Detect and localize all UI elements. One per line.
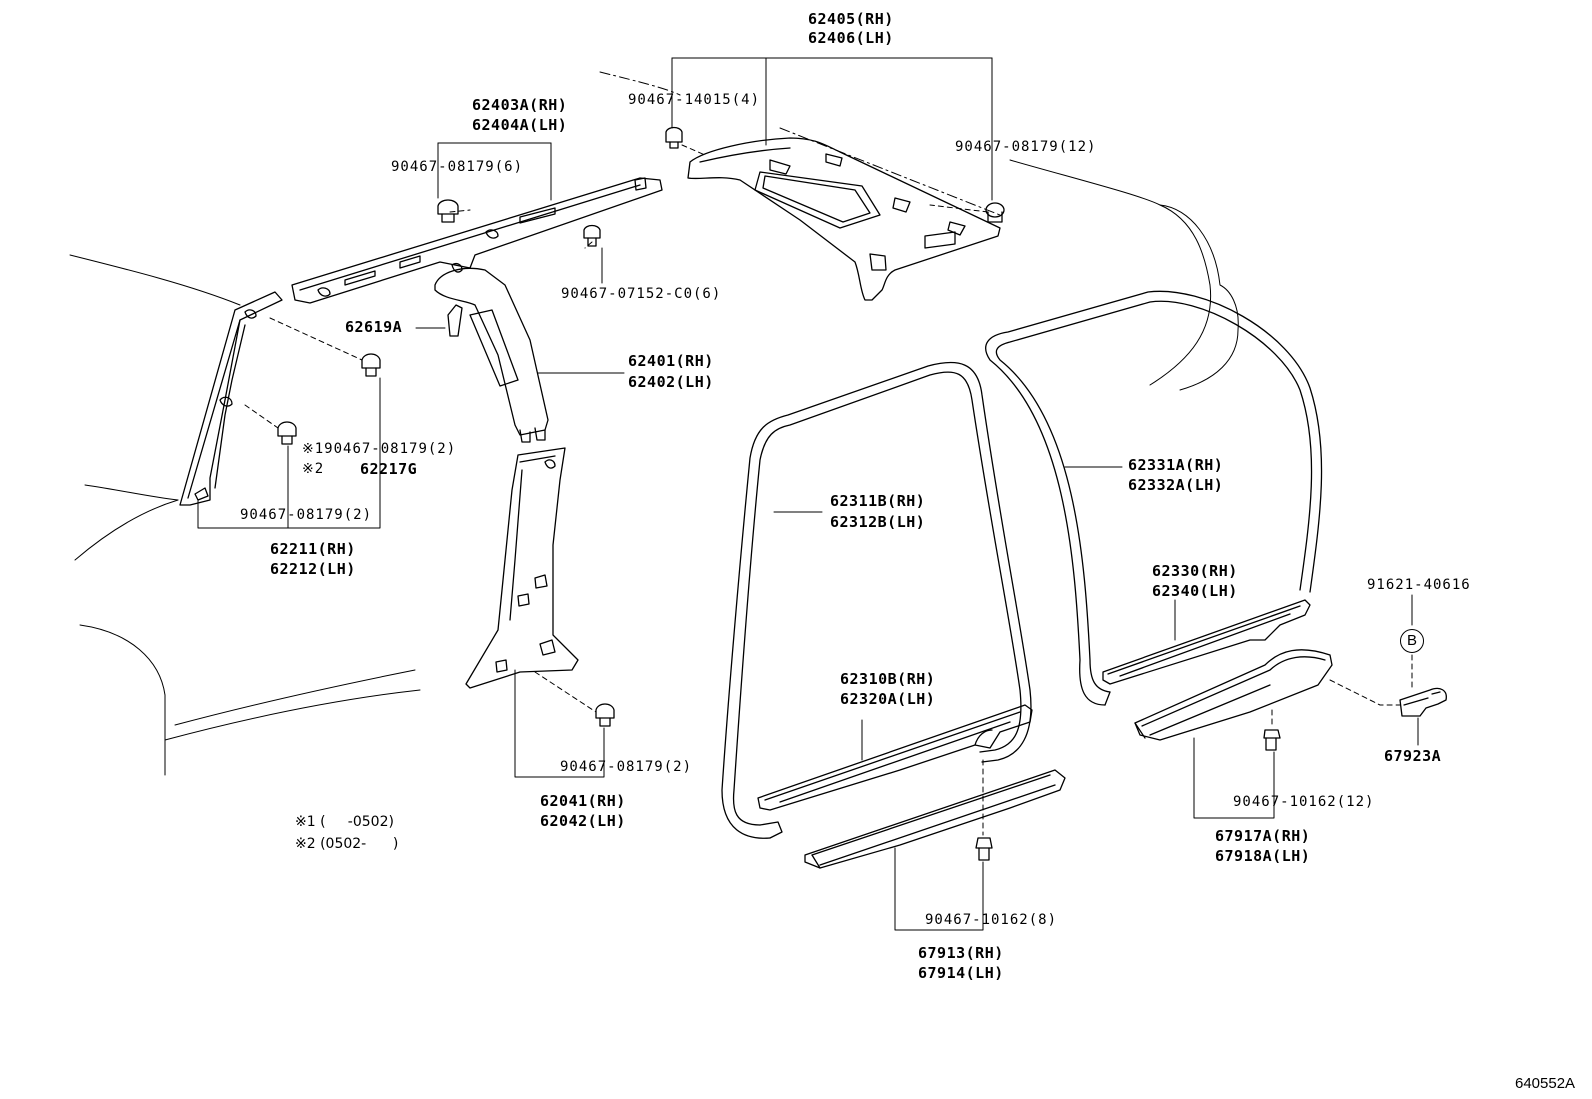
- label-62619a: 62619A: [345, 318, 403, 336]
- label-62311b: 62311B(RH): [830, 492, 926, 510]
- label-67918a: 67918A(LH): [1215, 847, 1311, 865]
- label-90467-14015: 90467-14015(4): [628, 92, 761, 108]
- label-91621-40616: 91621-40616: [1367, 577, 1471, 593]
- label-90467-08179-6: 90467-08179(6): [391, 159, 524, 175]
- label-90467-08179-2-left: 90467-08179(2): [240, 507, 373, 523]
- vehicle-body-outline: [69, 71, 1239, 776]
- roof-side-garnish-62405: [687, 137, 1001, 301]
- label-note1-90467-08179-2: ※190467-08179(2): [302, 441, 457, 457]
- clip-90467-08179-bottom-left: [277, 421, 297, 445]
- label-62406: 62406(LH): [808, 29, 894, 47]
- clip-90467-07152: [583, 224, 601, 247]
- callout-b: B: [1400, 629, 1424, 653]
- note-1: ※1 ( -0502): [295, 814, 394, 830]
- label-62331a: 62331A(RH): [1128, 456, 1224, 474]
- label-62332a: 62332A(LH): [1128, 476, 1224, 494]
- label-62042: 62042(LH): [540, 812, 626, 830]
- clip-90467-08179-lower-pillar: [595, 703, 615, 727]
- label-90467-07152: 90467-07152-C0(6): [561, 286, 722, 302]
- clip-90467-08179-6: [437, 199, 459, 223]
- rear-door-weatherstrip-62331a: [985, 290, 1323, 706]
- label-note2-mark: ※2: [302, 461, 325, 477]
- label-62312b: 62312B(LH): [830, 513, 926, 531]
- rear-door-sill-67917a: [1134, 649, 1333, 741]
- front-scuff-plate-62310b: [757, 704, 1033, 811]
- label-67914: 67914(LH): [918, 964, 1004, 982]
- clip-90467-08179-12: [985, 202, 1005, 223]
- leader-lines: [197, 57, 1419, 931]
- label-67923a: 67923A: [1384, 747, 1442, 765]
- front-door-sill-67913: [804, 769, 1066, 869]
- part-62619a: [447, 304, 463, 337]
- front-door-weatherstrip-62311b: [721, 361, 1032, 839]
- label-62330: 62330(RH): [1152, 562, 1238, 580]
- label-62405: 62405(RH): [808, 10, 894, 28]
- clip-90467-14015: [665, 126, 683, 149]
- label-62041: 62041(RH): [540, 792, 626, 810]
- center-pillar-lower-62041: [465, 447, 579, 689]
- label-62404a: 62404A(LH): [472, 116, 568, 134]
- label-62320a: 62320A(LH): [840, 690, 936, 708]
- clip-90467-10162-8: [975, 837, 993, 861]
- front-pillar-garnish-62211: [179, 291, 283, 506]
- label-62402: 62402(LH): [628, 373, 714, 391]
- bracket-67923a: [1399, 687, 1447, 717]
- label-62340: 62340(LH): [1152, 582, 1238, 600]
- label-62211: 62211(RH): [270, 540, 356, 558]
- label-62217g: 62217G: [360, 460, 418, 478]
- assembly-dashed-lines: [244, 144, 1413, 836]
- label-67913: 67913(RH): [918, 944, 1004, 962]
- note-2: ※2 (0502- ): [295, 836, 399, 852]
- clip-90467-10162-12: [1263, 729, 1281, 751]
- label-90467-10162-8: 90467-10162(8): [925, 912, 1058, 928]
- figure-reference: 640552A: [1515, 1075, 1576, 1092]
- clip-90467-08179-top-left: [361, 353, 381, 377]
- center-pillar-upper-62401: [434, 263, 549, 443]
- label-62403a: 62403A(RH): [472, 96, 568, 114]
- label-90467-10162-12: 90467-10162(12): [1233, 794, 1375, 810]
- rear-scuff-plate-62330: [1102, 599, 1311, 685]
- label-62401: 62401(RH): [628, 352, 714, 370]
- label-67917a: 67917A(RH): [1215, 827, 1311, 845]
- label-62310b: 62310B(RH): [840, 670, 936, 688]
- label-90467-08179-2-mid: 90467-08179(2): [560, 759, 693, 775]
- label-62212: 62212(LH): [270, 560, 356, 578]
- roof-rail-garnish-62403a: [291, 177, 663, 304]
- label-90467-08179-12: 90467-08179(12): [955, 139, 1097, 155]
